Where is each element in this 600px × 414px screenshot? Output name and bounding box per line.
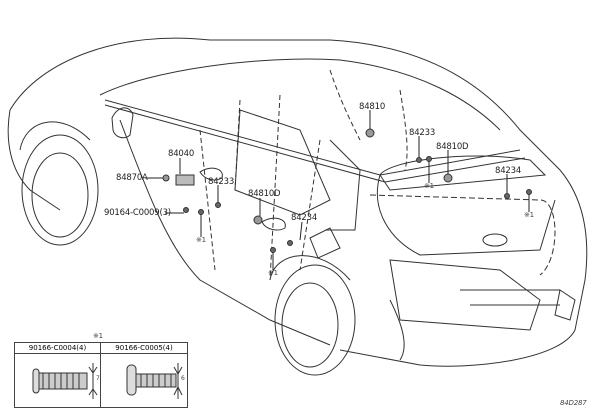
legend-part-2: 90166-C0005(4) (101, 343, 187, 354)
screw-marker: ※1 (424, 182, 434, 190)
callout-84040[interactable]: 84040 (168, 149, 195, 159)
screw-head-icon (126, 364, 137, 396)
screw-illustrations (32, 363, 183, 399)
screw-marker: ※1 (268, 269, 278, 277)
callout-90164-c0009[interactable]: 90164-C0009(3) (104, 208, 171, 218)
callout-84870a[interactable]: 84870A (116, 173, 148, 183)
screw-thread-icon (38, 372, 88, 390)
callout-84810d-front[interactable]: 84810D (248, 189, 281, 199)
drawing-code: 84D287 (560, 399, 587, 407)
legend-part-1: 90166-C0004(4) (15, 343, 100, 354)
legend-dimension-1: 7 (96, 375, 100, 382)
callout-84234-rear[interactable]: 84234 (495, 166, 522, 176)
screw-thread-icon (135, 373, 177, 388)
screw-marker: ※1 (524, 211, 534, 219)
screw-head-icon (32, 368, 40, 394)
callout-84233-front[interactable]: 84233 (208, 177, 235, 187)
callout-84810d-rear[interactable]: 84810D (436, 142, 469, 152)
callout-84234-front[interactable]: 84234 (291, 213, 318, 223)
callout-84810[interactable]: 84810 (359, 102, 386, 112)
screw-marker: ※1 (196, 236, 206, 244)
legend-dimension-2: 6 (181, 375, 185, 382)
screw-legend-table: 90166-C0004(4) 90166-C0005(4) 7 6 (14, 342, 188, 408)
legend-marker: ※1 (93, 332, 103, 340)
callout-84233-rear[interactable]: 84233 (409, 128, 436, 138)
